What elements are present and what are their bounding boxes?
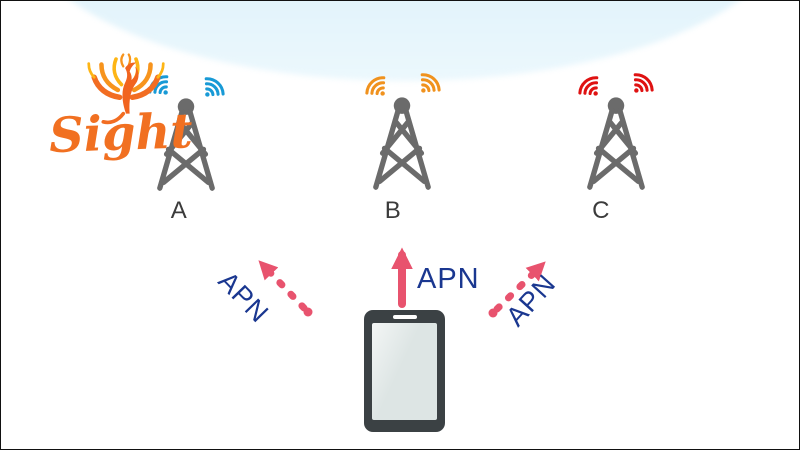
- tower-label-b: B: [384, 197, 402, 224]
- apn-label-right: APN: [500, 268, 562, 332]
- phone-screen: [372, 323, 437, 420]
- cell-tower-icon: [157, 98, 215, 191]
- cell-tower-icon: [373, 97, 431, 190]
- apn-label-left: APN: [212, 265, 275, 329]
- wifi-signal-icon: [578, 76, 599, 96]
- sight-logo: Sight: [41, 47, 231, 182]
- tower-label-a: A: [170, 197, 188, 224]
- wifi-signal-icon: [633, 73, 654, 93]
- wifi-signal-icon: [365, 76, 386, 96]
- brand-text: Sight: [48, 103, 194, 165]
- wifi-signal-icon: [204, 77, 225, 97]
- phoenix-icon: [87, 53, 165, 125]
- smartphone: [364, 310, 445, 432]
- cell-tower-icon: [587, 97, 645, 190]
- wifi-signal-icon: [420, 73, 441, 93]
- tower-label-c: C: [592, 197, 610, 224]
- phone-speaker: [392, 315, 417, 319]
- apn-label-center: APN: [417, 263, 480, 295]
